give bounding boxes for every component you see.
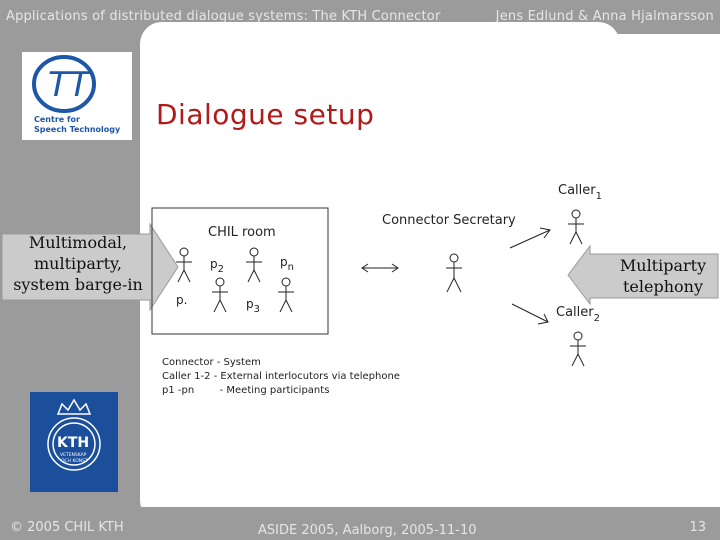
secretary-label: Connector Secretary	[382, 213, 516, 228]
kth-logo-line2: OCH KONST	[61, 458, 88, 464]
footer-bar: © 2005 CHIL KTH ASIDE 2005, Aalborg, 200…	[0, 507, 720, 540]
copyright: © 2005 CHIL KTH	[10, 520, 124, 535]
left-callout	[0, 222, 180, 312]
kth-logo-line1: VETENSKAP	[60, 452, 87, 458]
ctt-logo: TT Centre for Speech Technology	[22, 52, 132, 140]
participant-figure	[246, 247, 262, 283]
participant-figure	[176, 247, 192, 283]
page-number: 13	[689, 520, 706, 535]
content-panel	[140, 22, 620, 522]
conference-info: ASIDE 2005, Aalborg, 2005-11-10	[258, 523, 477, 538]
chil-room-box	[151, 207, 329, 335]
caller-1-label: Caller1	[558, 183, 602, 202]
legend-row: Connector - System	[162, 357, 261, 368]
kth-logo-letters: KTH	[57, 435, 89, 451]
caller-1-figure	[568, 209, 584, 245]
right-callout	[566, 244, 720, 306]
participant-p2-label: p2	[210, 257, 224, 275]
right-callout-line: telephony	[622, 277, 703, 296]
participant-p1-label: p.	[176, 293, 187, 307]
kth-logo: KTH VETENSKAP OCH KONST	[30, 392, 118, 492]
chil-room-label: CHIL room	[208, 225, 276, 240]
caller-2-label: Caller2	[556, 305, 600, 324]
participant-pn-label: pn	[280, 255, 294, 273]
arrow-to-caller-2	[511, 303, 549, 325]
left-callout-line: Multimodal,	[28, 233, 128, 252]
right-callout-text: Multiparty telephony	[610, 255, 716, 297]
right-callout-line: Multiparty	[619, 256, 707, 275]
dialogue-diagram: CHIL room p2 pn p3 p. Connector Se	[150, 170, 620, 410]
secretary-figure	[446, 253, 462, 293]
left-callout-line: multiparty,	[34, 254, 122, 273]
authors: Jens Edlund & Anna Hjalmarsson	[495, 9, 714, 24]
left-callout-text: Multimodal, multiparty, system barge-in	[8, 232, 148, 295]
caller-2-figure	[570, 331, 586, 367]
ctt-logo-line2: Speech Technology	[34, 125, 121, 134]
bidirectional-arrow	[361, 263, 399, 273]
left-callout-line: system barge-in	[13, 275, 143, 294]
ctt-logo-line1: Centre for	[34, 115, 80, 124]
arrow-to-caller-1	[509, 227, 551, 249]
participant-figure	[212, 277, 228, 313]
legend-row: Caller 1-2 - External interlocutors via …	[162, 371, 400, 382]
presentation-title: Applications of distributed dialogue sys…	[6, 9, 441, 24]
legend-row: p1 -pn - Meeting participants	[162, 385, 330, 396]
participant-p3-label: p3	[246, 297, 260, 315]
diagram-legend: Connector - System Caller 1-2 - External…	[162, 356, 400, 398]
slide-title: Dialogue setup	[156, 98, 375, 131]
participant-figure	[278, 277, 294, 313]
ctt-logo-letters: TT	[48, 65, 92, 105]
